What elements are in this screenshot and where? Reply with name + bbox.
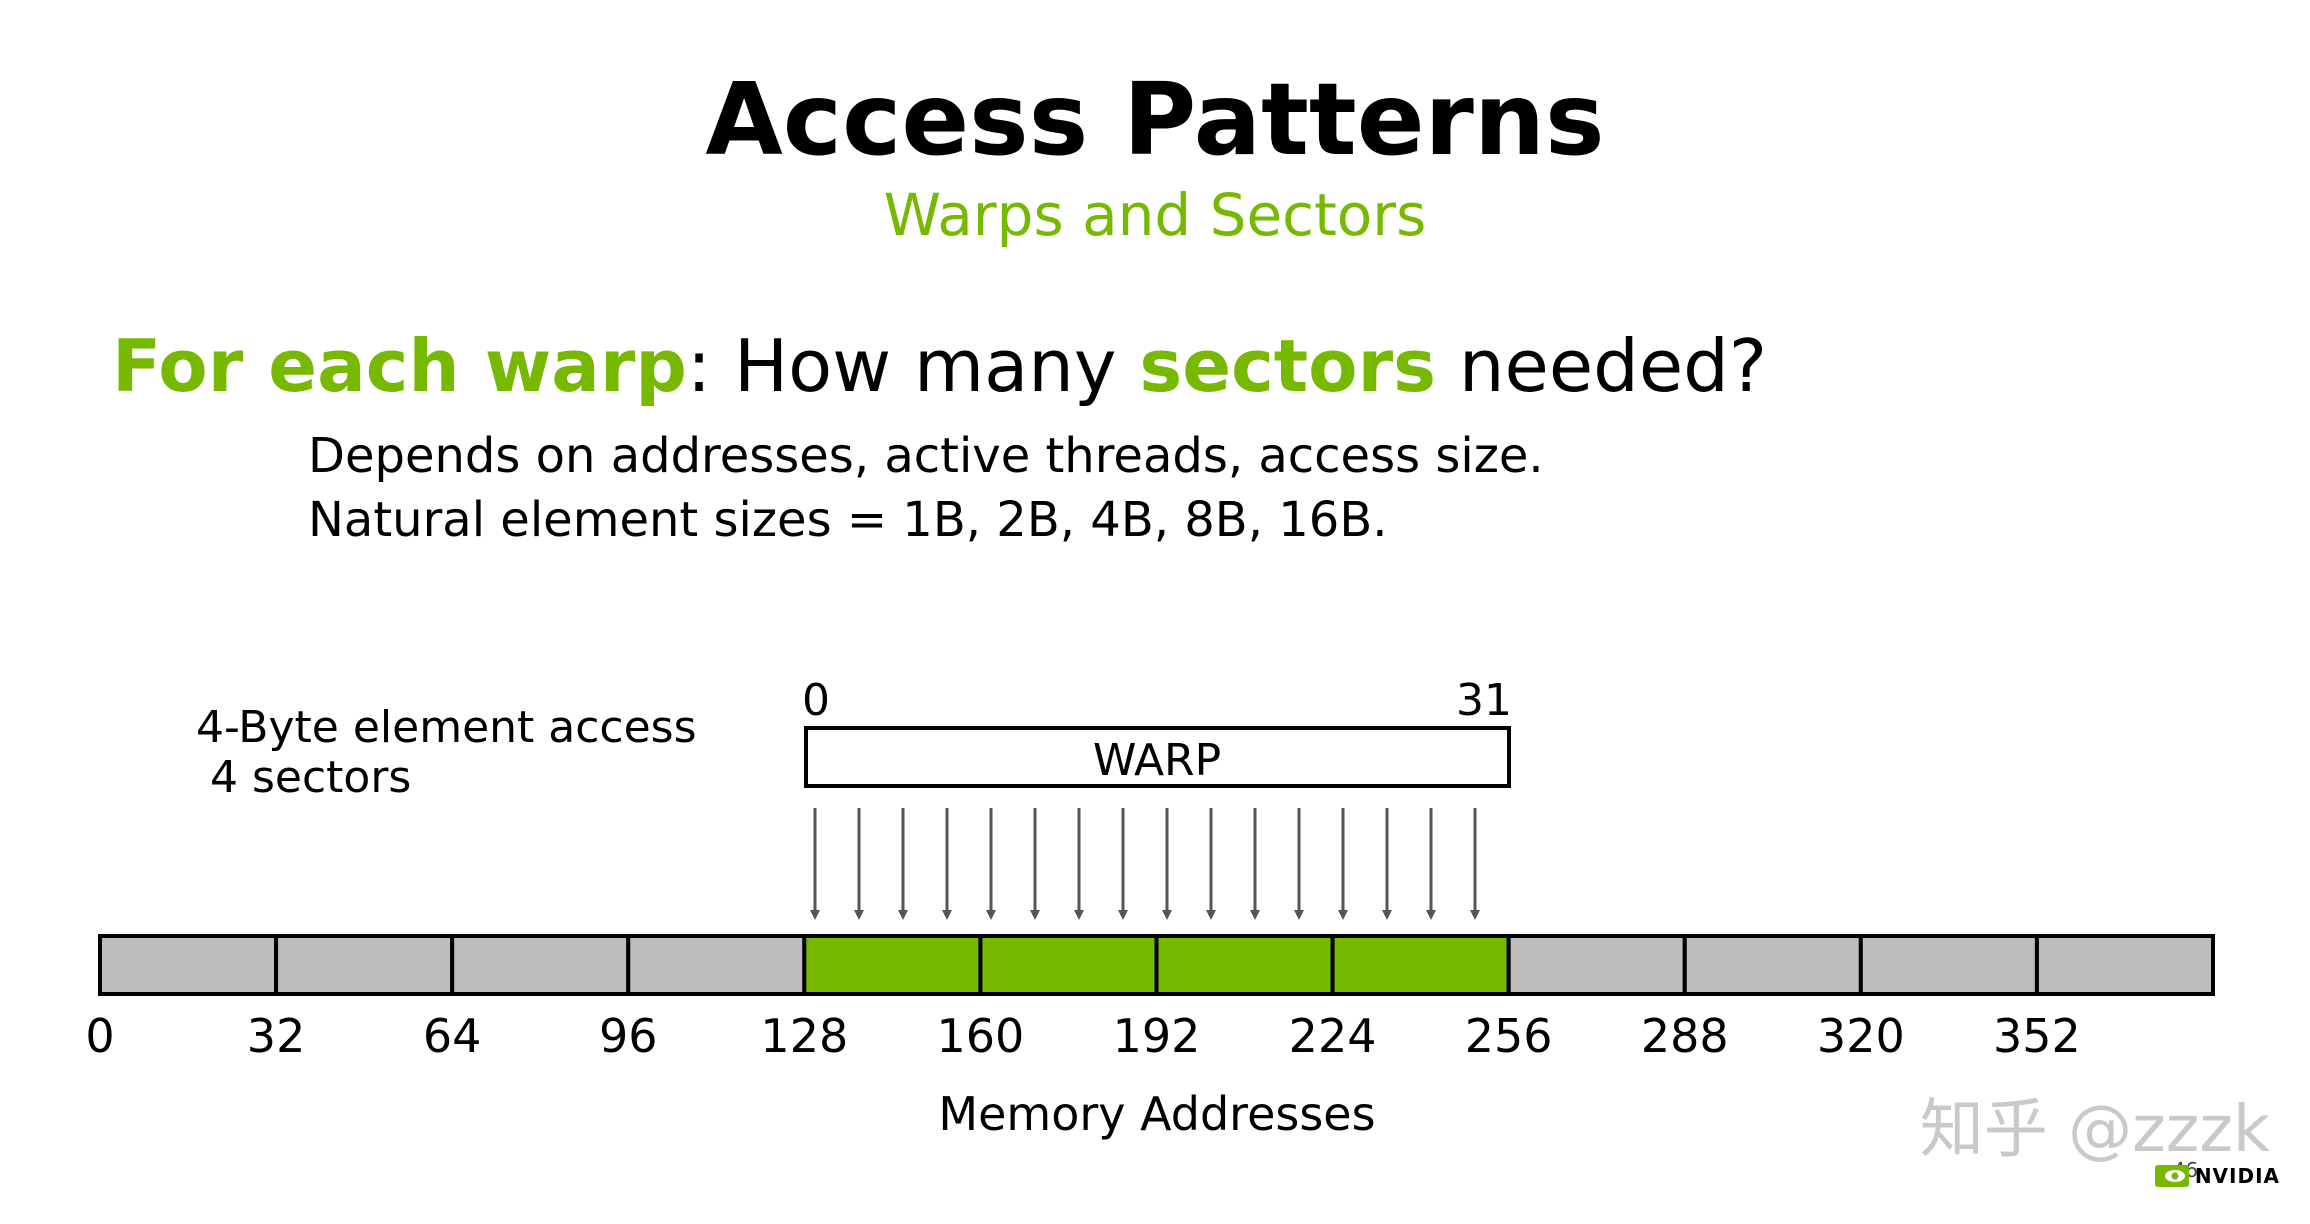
address-tick: 352: [1993, 1009, 2081, 1063]
headline-question: : How many: [686, 324, 1140, 408]
sector-active: [802, 934, 983, 996]
thread-arrows: [810, 808, 1480, 920]
headline-warp: For each warp: [112, 324, 687, 408]
nvidia-wordmark: NVIDIA: [2194, 1164, 2280, 1188]
address-tick: 160: [937, 1009, 1025, 1063]
address-tick: 320: [1817, 1009, 1905, 1063]
nvidia-logo: NVIDIA: [2154, 1164, 2280, 1188]
sector-active: [1154, 934, 1335, 996]
sector: [1858, 934, 2039, 996]
address-tick: 96: [599, 1009, 658, 1063]
memory-sectors: [98, 934, 2215, 996]
address-tick: 64: [423, 1009, 482, 1063]
slide-title: Access Patterns: [705, 61, 1605, 178]
nvidia-eye-icon: [2154, 1165, 2189, 1187]
sector: [1506, 934, 1687, 996]
address-tick: 256: [1465, 1009, 1553, 1063]
warp-label: WARP: [1093, 735, 1221, 786]
warp-thread-start: 0: [802, 675, 830, 726]
address-tick-labels: 0 32 64 96 128 160 192 224 256 288 320 352: [85, 1009, 2080, 1063]
warp-group: WARP 0 31: [802, 675, 1512, 788]
address-tick: 0: [85, 1009, 114, 1063]
bullet-element-sizes: Natural element sizes = 1B, 2B, 4B, 8B, …: [308, 492, 1388, 548]
bullet-addresses: Depends on addresses, active threads, ac…: [308, 428, 1544, 484]
address-tick: 32: [247, 1009, 306, 1063]
headline-sectors: sectors: [1139, 324, 1436, 408]
headline-needed: needed?: [1436, 324, 1768, 408]
sector-active: [978, 934, 1159, 996]
address-tick: 128: [760, 1009, 848, 1063]
warp-box: [804, 726, 1511, 788]
warp-thread-end: 31: [1456, 675, 1512, 726]
address-tick: 224: [1289, 1009, 1377, 1063]
sector: [450, 934, 631, 996]
headline: For each warp: How many sectors needed?: [112, 330, 1767, 402]
sector: [626, 934, 807, 996]
axis-title: Memory Addresses: [938, 1087, 1375, 1141]
address-tick: 288: [1641, 1009, 1729, 1063]
sector-active: [1330, 934, 1511, 996]
sector-count-label: 4 sectors: [210, 752, 412, 803]
sector: [1682, 934, 1863, 996]
slide-subtitle: Warps and Sectors: [883, 181, 1427, 249]
sector: [274, 934, 455, 996]
access-size-label: 4-Byte element access: [196, 702, 697, 753]
sector: [2034, 934, 2215, 996]
watermark: 知乎 @zzzk: [1919, 1093, 2270, 1167]
sector: [98, 934, 279, 996]
address-tick: 192: [1113, 1009, 1201, 1063]
